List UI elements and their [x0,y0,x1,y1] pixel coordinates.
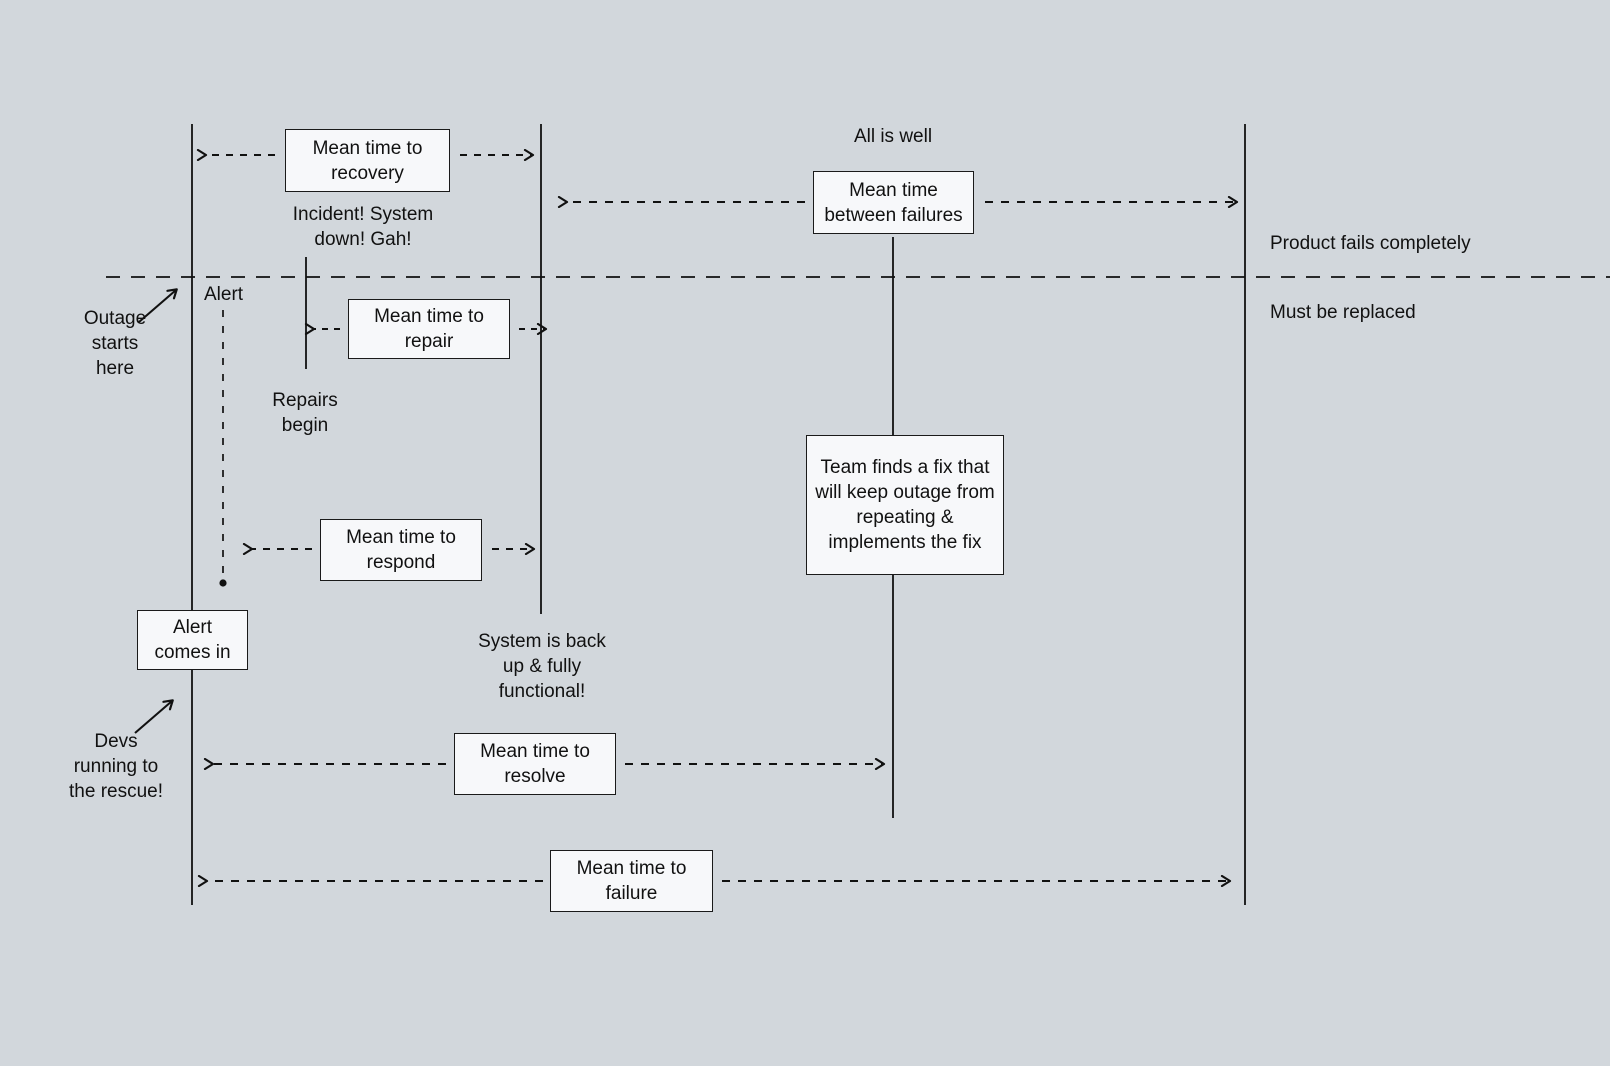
label-must-be-replaced: Must be replaced [1270,302,1416,323]
label-devs-running-to-the-rescue: Devs running to the rescue! [69,731,163,802]
box-alert-comes-in[interactable]: Alert comes in [137,610,248,670]
label-all-is-well: All is well [853,126,933,147]
label-repairs-begin: Repairs begin [272,390,338,436]
box-mean-time-to-resolve[interactable]: Mean time to resolve [454,733,616,795]
box-team-finds-a-fix[interactable]: Team finds a fix that will keep outage f… [806,435,1004,575]
alert-endpoint-dot [219,579,227,587]
box-mean-time-between-failures[interactable]: Mean time between failures [813,171,974,234]
label-product-fails-completely: Product fails completely [1270,233,1471,254]
box-mean-time-to-respond[interactable]: Mean time to respond [320,519,482,581]
box-mean-time-to-recovery[interactable]: Mean time to recovery [285,129,450,192]
label-outage-starts-here: Outage starts here [83,308,147,379]
box-mean-time-to-repair[interactable]: Mean time to repair [348,299,510,359]
label-incident-system-down: Incident! System down! Gah! [292,204,434,250]
label-alert: Alert [204,284,244,305]
box-mean-time-to-failure[interactable]: Mean time to failure [550,850,713,912]
label-system-back-up: System is back up & fully functional! [478,631,606,702]
